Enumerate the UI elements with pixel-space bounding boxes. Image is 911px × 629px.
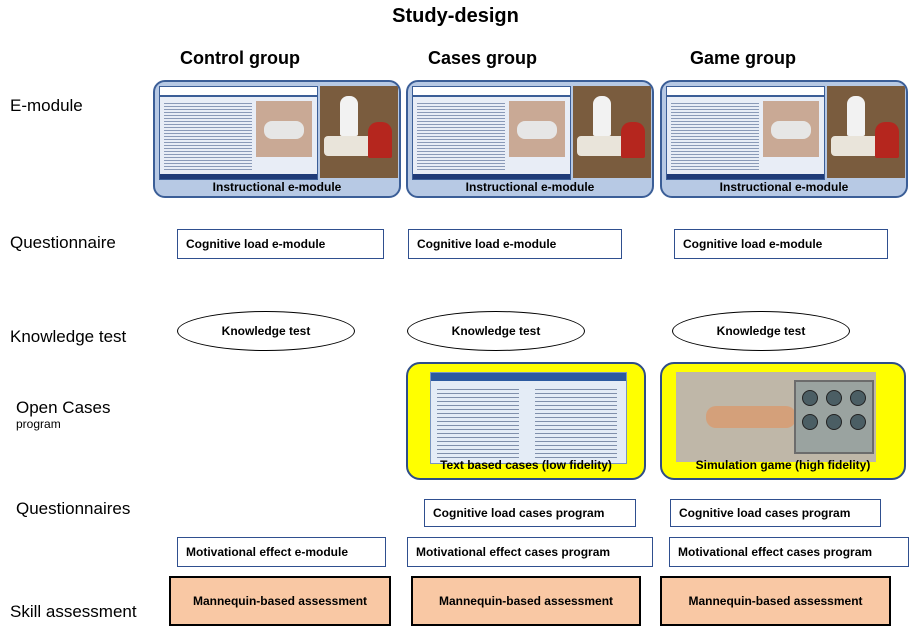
emodule-screenshot <box>159 86 318 180</box>
skill-assessment-box-control: Mannequin-based assessment <box>169 576 391 626</box>
emodule-screenshot <box>666 86 825 180</box>
simulation-game-panel: Simulation game (high fidelity) <box>660 362 906 480</box>
row-label-knowledge-test: Knowledge test <box>10 327 127 346</box>
row-label-open-cases-sub: program <box>16 417 61 431</box>
row-label-open-cases-main: Open Cases <box>16 398 111 417</box>
cognitive-load-emodule-box-control: Cognitive load e-module <box>177 229 384 259</box>
training-photo <box>320 86 398 178</box>
training-photo <box>827 86 905 178</box>
emodule-panel-game: Instructional e-module <box>660 80 908 198</box>
knowledge-test-oval-control: Knowledge test <box>177 311 355 351</box>
row-label-emodule: E-module <box>10 96 83 115</box>
text-based-cases-label: Text based cases (low fidelity) <box>440 458 612 472</box>
cognitive-load-cases-box-game: Cognitive load cases program <box>670 499 881 527</box>
knowledge-test-oval-cases: Knowledge test <box>407 311 585 351</box>
emodule-label: Instructional e-module <box>465 180 595 194</box>
skill-assessment-box-game: Mannequin-based assessment <box>660 576 891 626</box>
motivational-effect-emodule-box: Motivational effect e-module <box>177 537 386 567</box>
cognitive-load-emodule-box-game: Cognitive load e-module <box>674 229 888 259</box>
emodule-panel-cases: Instructional e-module <box>406 80 654 198</box>
training-photo <box>573 86 651 178</box>
group-heading-cases: Cases group <box>428 48 538 68</box>
cognitive-load-cases-box-cases: Cognitive load cases program <box>424 499 636 527</box>
group-heading-control: Control group <box>180 48 300 68</box>
row-label-questionnaires: Questionnaires <box>16 499 131 518</box>
row-label-questionnaire: Questionnaire <box>10 233 116 252</box>
motivational-effect-cases-box-game: Motivational effect cases program <box>669 537 909 567</box>
text-cases-screenshot <box>430 372 627 464</box>
emodule-panel-control: Instructional e-module <box>153 80 401 198</box>
text-based-cases-panel: Text based cases (low fidelity) <box>406 362 646 480</box>
skill-assessment-box-cases: Mannequin-based assessment <box>411 576 641 626</box>
emodule-screenshot <box>412 86 571 180</box>
cognitive-load-emodule-box-cases: Cognitive load e-module <box>408 229 622 259</box>
knowledge-test-oval-game: Knowledge test <box>672 311 850 351</box>
emodule-label: Instructional e-module <box>212 180 342 194</box>
motivational-effect-cases-box-cases: Motivational effect cases program <box>407 537 653 567</box>
diagram-title: Study-design <box>392 5 519 27</box>
simulation-game-label: Simulation game (high fidelity) <box>695 458 871 472</box>
row-label-skill-assessment: Skill assessment <box>10 602 137 621</box>
simulation-game-screenshot <box>676 372 876 462</box>
row-label-open-cases: Open Cases program <box>16 398 111 431</box>
group-heading-game: Game group <box>690 48 797 68</box>
emodule-label: Instructional e-module <box>719 180 849 194</box>
